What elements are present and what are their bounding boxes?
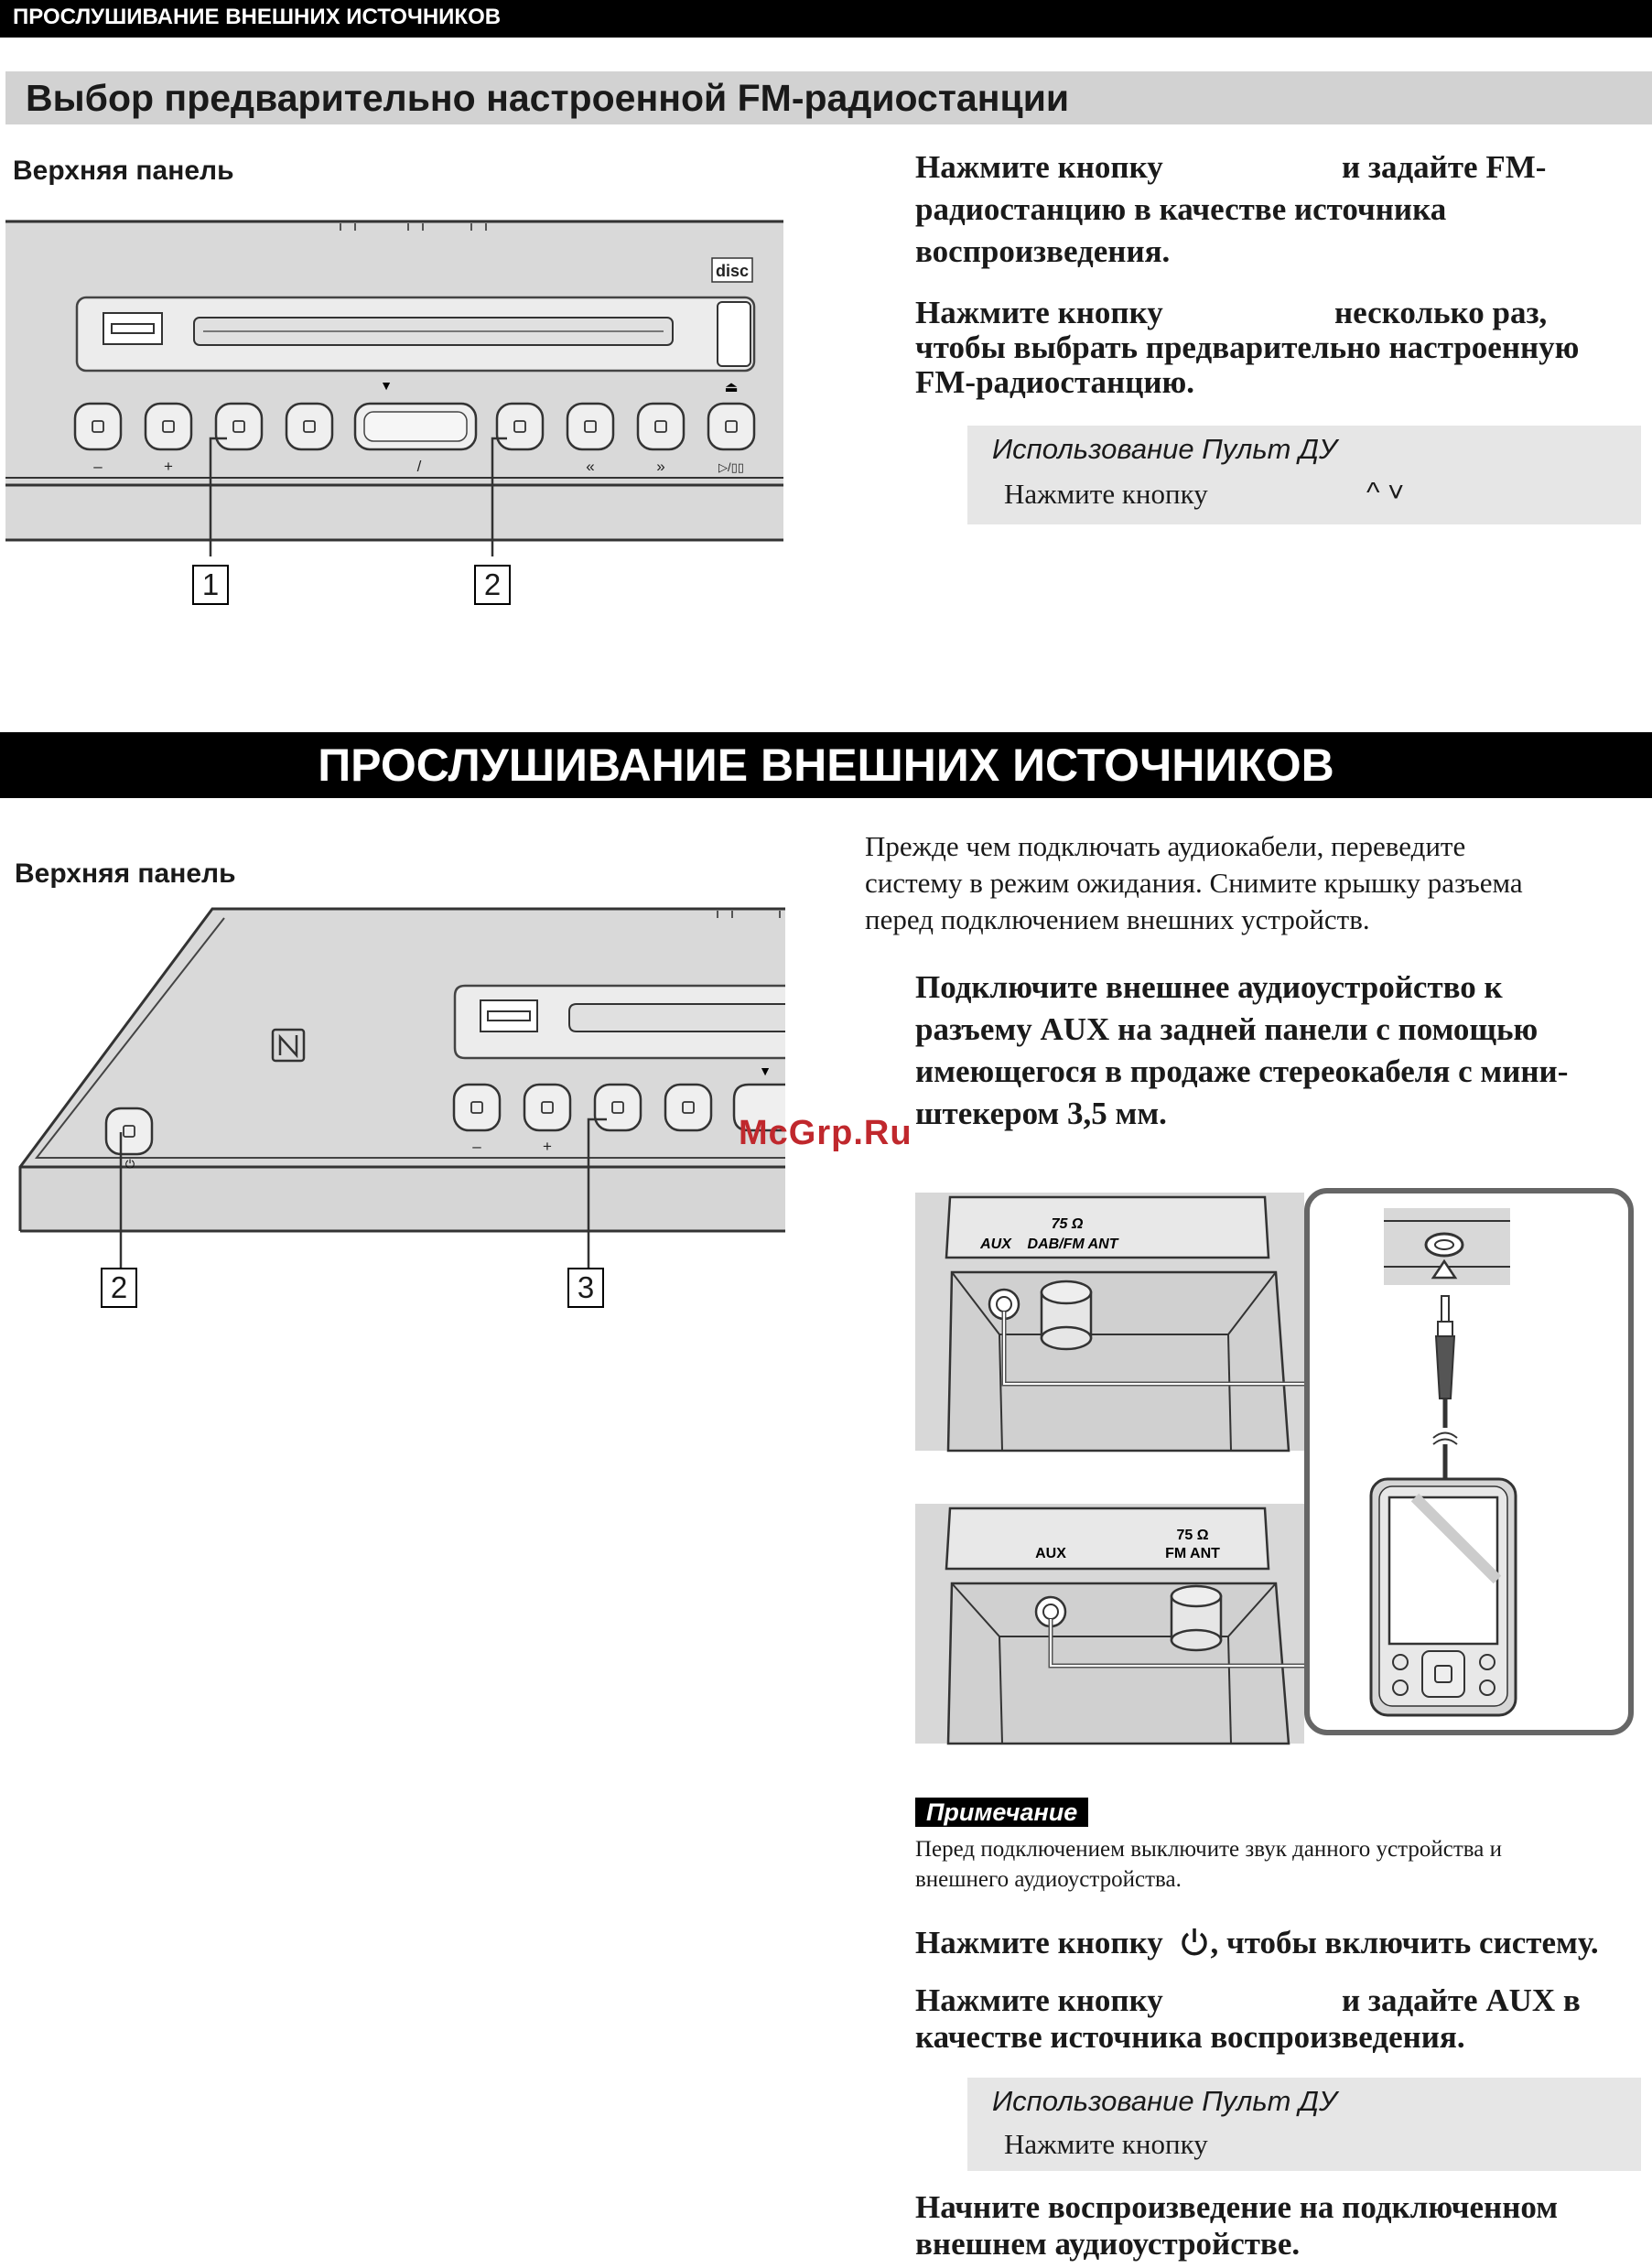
svg-text:/: / [417, 458, 422, 475]
usb-port-icon-2 [480, 999, 538, 1032]
fm-remote-text: Нажмите кнопку [1004, 478, 1208, 510]
svg-text:⏏: ⏏ [724, 380, 738, 395]
svg-text:▼: ▼ [380, 378, 393, 393]
svg-text:▷/▯▯: ▷/▯▯ [718, 460, 744, 474]
fm-remote-box: Использование Пульт ДУ Нажмите кнопку ^ … [967, 426, 1641, 524]
svg-text:FM ANT: FM ANT [1165, 1546, 1220, 1561]
section-tag-bar: ПРОСЛУШИВАНИЕ ВНЕШНИХ ИСТОЧНИКОВ [0, 0, 1652, 35]
portable-player-icon [1369, 1477, 1517, 1717]
power-icon [1181, 1928, 1207, 1956]
aux-step-2: Нажмите кнопку , чтобы включить систему. [915, 1925, 1599, 1960]
svg-text:⏻: ⏻ [125, 1157, 135, 1171]
top-panel-illustration: disc ▼ ⏏ – + / « » [5, 220, 783, 556]
aux-step-1: Подключите внешнее аудиоустройство к раз… [915, 969, 1569, 1131]
preset-arrows-icon: ^ ˅ [1366, 476, 1405, 508]
fm-step-2: Нажмите кнопку несколько раз, чтобы выбр… [915, 295, 1580, 400]
fm-remote-title: Использование Пульт ДУ [992, 433, 1337, 465]
top-panel-label-2: Верхняя панель [15, 859, 236, 889]
svg-text:»: » [656, 458, 664, 475]
aux-step-4: Начните воспроизведение на подключенном … [915, 2189, 1559, 2262]
rear-panel-dab: 75 Ω AUX DAB/FM ANT [915, 1193, 1314, 1453]
note-badge: Примечание [915, 1798, 1089, 1827]
aux-remote-title: Использование Пульт ДУ [992, 2085, 1337, 2117]
fm-section-title: Выбор предварительно настроенной FM-ради… [5, 71, 1652, 124]
svg-text:+: + [543, 1138, 552, 1155]
aux-remote-text: Нажмите кнопку [1004, 2128, 1208, 2160]
aux-connection-diagram: 75 Ω AUX DAB/FM ANT 75 Ω FM ANT AUX [915, 1188, 1634, 1745]
watermark: McGrp.Ru [739, 1114, 912, 1152]
up-arrow-icon [1431, 1258, 1458, 1280]
callout-1: 1 [192, 565, 229, 605]
svg-text:AUX: AUX [1035, 1546, 1066, 1561]
svg-text:▼: ▼ [759, 1064, 772, 1078]
mini-plug-icon [1432, 1295, 1458, 1483]
power-button-illustration: ⏻ [104, 1107, 154, 1171]
eject-icon: ⏏ [724, 380, 738, 395]
svg-text:DAB/FM ANT: DAB/FM ANT [1028, 1237, 1119, 1252]
intro-paragraph: Прежде чем подключать аудиокабели, перев… [865, 830, 1523, 935]
aux-remote-box: Использование Пульт ДУ Нажмите кнопку [967, 2078, 1641, 2171]
svg-text:–: – [472, 1138, 481, 1155]
svg-text:«: « [586, 458, 594, 475]
svg-text:75 Ω: 75 Ω [1052, 1216, 1084, 1232]
aux-jack-icon [1424, 1232, 1464, 1258]
note-text: Перед подключением выключите звук данног… [915, 1837, 1502, 1892]
svg-text:AUX: AUX [979, 1237, 1012, 1252]
fm-step-1: Нажмите кнопку и задайте FM- радиостанци… [915, 149, 1547, 269]
svg-text:+: + [164, 458, 173, 475]
callout-2: 2 [474, 565, 511, 605]
rear-panel-fm: 75 Ω FM ANT AUX [915, 1504, 1314, 1745]
disc-logo-icon: disc [711, 257, 753, 283]
callout-3: 3 [567, 1268, 604, 1308]
top-panel-label: Верхняя панель [13, 156, 234, 186]
aux-step-3: Нажмите кнопку и задайте AUX в качестве … [915, 1982, 1581, 2055]
svg-text:disc: disc [716, 262, 749, 280]
svg-text:–: – [93, 458, 103, 475]
svg-text:75 Ω: 75 Ω [1176, 1528, 1208, 1543]
external-sources-banner: ПРОСЛУШИВАНИЕ ВНЕШНИХ ИСТОЧНИКОВ [0, 732, 1652, 798]
top-panel-perspective-illustration: ▼ ⏻ – + [18, 907, 785, 1268]
nfc-icon [271, 1028, 306, 1063]
header-rule [0, 35, 1652, 38]
usb-port-icon [103, 312, 163, 345]
callout-2b: 2 [101, 1268, 137, 1308]
